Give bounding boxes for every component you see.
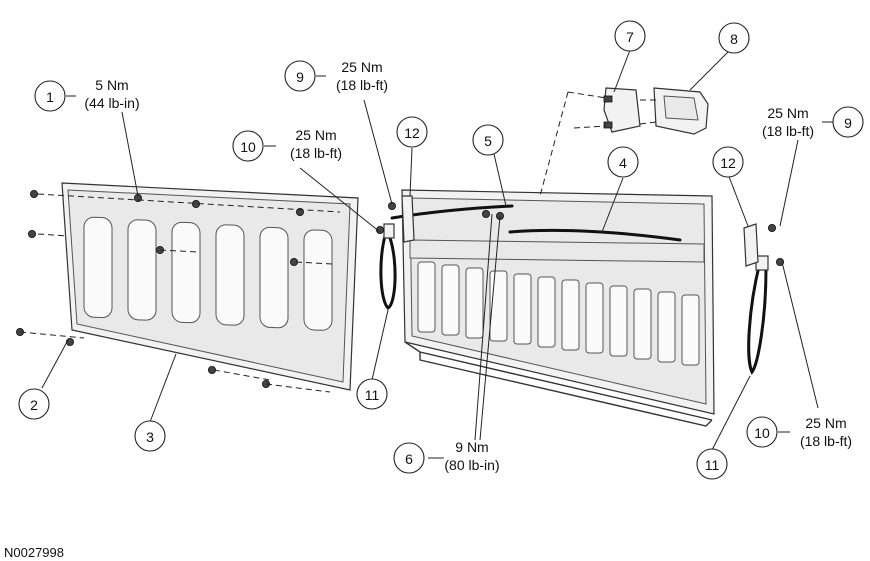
support-cables [379,223,769,375]
callout-circle [284,60,316,92]
callout-11: 11 [356,378,388,410]
bolt [375,225,384,234]
panel-rib [83,216,113,319]
callout-11: 11 [696,448,728,480]
structure-rib [441,264,460,336]
torque-value-imperial: (18 lb-ft) [336,77,388,93]
panel-rib [127,219,157,321]
latch-and-handle [539,87,709,197]
callout-7: 7 [614,20,646,52]
hinge-brackets [401,195,759,267]
callout-circle [718,22,750,54]
structure-rib [681,294,700,366]
callout-number: 2 [30,397,38,413]
torque-value-imperial: (18 lb-ft) [290,145,342,161]
torque-value-nm: 25 Nm [295,127,336,143]
bolt [776,257,785,266]
torque-value-imperial: (18 lb-ft) [800,433,852,449]
callout-circle [832,106,864,138]
callout-1: 1 5 Nm (44 lb-in) [34,77,140,112]
torque-value-nm: 25 Nm [805,415,846,431]
structure-rib [561,279,580,351]
callout-number: 12 [404,125,420,141]
callout-6: 6 9 Nm (80 lb-in) [393,439,500,474]
callout-circle [393,442,425,474]
tailgate-trim-panel [61,182,359,391]
panel-rib [303,229,333,331]
callout-circle [356,378,388,410]
callout-number: 7 [626,29,634,45]
bolt [27,229,36,238]
callout-circle [614,20,646,52]
structure-rib [585,282,604,354]
structure-rib [513,273,532,345]
reference-code: N0027998 [4,545,64,560]
torque-value-nm: 9 Nm [455,439,488,455]
callout-number: 8 [730,31,738,47]
callout-3: 3 [134,420,166,452]
torque-value-nm: 5 Nm [95,77,128,93]
callout-number: 9 [844,115,852,131]
callout-4: 4 [607,146,639,178]
panel-rib [215,224,245,326]
callout-circle [472,124,504,156]
torque-value-imperial: (18 lb-ft) [762,123,814,139]
panel-rib [259,226,289,329]
structure-rib [633,288,652,360]
callout-number: 9 [296,69,304,85]
tailgate-structure [401,189,715,427]
callout-number: 12 [720,155,736,171]
callout-circle [18,388,50,420]
structure-rib [489,270,508,342]
callouts: 1 5 Nm (44 lb-in) 2 3 4 5 6 9 Nm (80 lb-in) 7 8 9 25 … [18,20,864,480]
bolt [768,223,777,232]
callout-circle [34,80,66,112]
callout-2: 2 [18,388,50,420]
callout-circle [712,146,744,178]
callout-12: 12 [396,116,428,148]
callout-8: 8 [718,22,750,54]
callout-number: 4 [619,155,627,171]
callout-10: 10 25 Nm (18 lb-ft) [232,127,342,162]
callout-5: 5 [472,124,504,156]
torque-value-nm: 25 Nm [341,59,382,75]
leader-lines [41,49,836,459]
callout-circle [696,448,728,480]
panel-ribs [83,216,333,331]
callout-9: 9 25 Nm (18 lb-ft) [762,105,864,139]
callout-number: 6 [405,451,413,467]
bolt [481,209,490,218]
callout-circle [396,116,428,148]
callout-number: 3 [146,429,154,445]
callout-circle [607,146,639,178]
callout-10: 10 25 Nm (18 lb-ft) [746,415,852,449]
callout-number: 11 [365,387,380,403]
structure-rib [609,285,628,357]
structure-rib [417,261,436,333]
torque-value-nm: 25 Nm [767,105,808,121]
callout-number: 10 [754,425,770,441]
callout-9: 9 25 Nm (18 lb-ft) [284,59,388,93]
callout-number: 5 [484,133,492,149]
torque-value-imperial: (44 lb-in) [84,95,139,111]
callout-circle [232,130,264,162]
panel-rib [171,221,201,324]
alignment-lines [19,193,341,393]
structure-ribs [417,261,700,366]
structure-rib [657,291,676,363]
callout-number: 10 [240,139,256,155]
callout-number: 1 [46,89,54,105]
structure-rib [465,267,484,339]
structure-rib [537,276,556,348]
torque-value-imperial: (80 lb-in) [444,457,499,473]
callout-number: 11 [705,457,720,473]
bolt [29,189,38,198]
callout-circle [746,416,778,448]
callout-circle [134,420,166,452]
callout-12: 12 [712,146,744,178]
